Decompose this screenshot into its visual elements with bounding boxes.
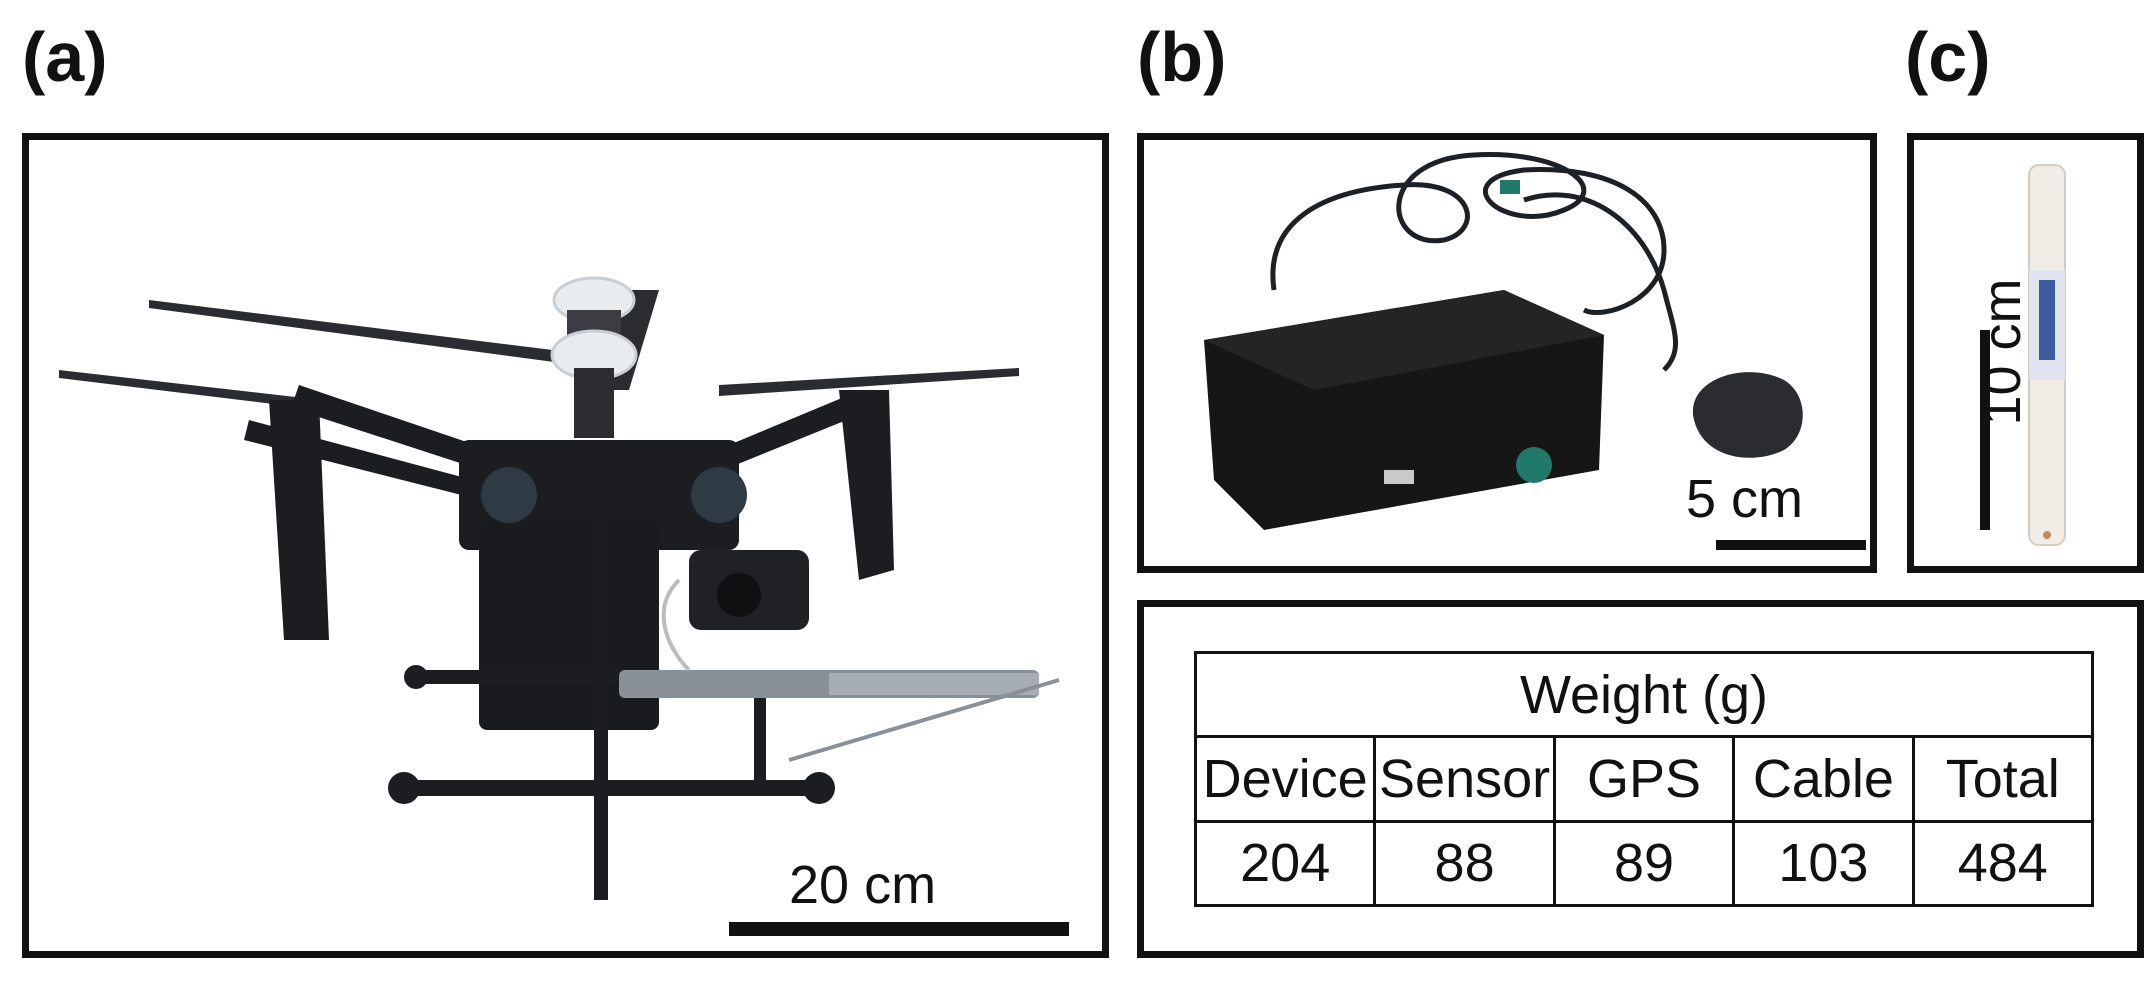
panel-label-c: (c)	[1905, 18, 1991, 96]
panel-c-frame: 10 cm	[1907, 133, 2144, 573]
scale-label-b: 5 cm	[1686, 469, 1804, 529]
table-cell-cable: 103	[1732, 819, 1915, 908]
table-header-device: Device	[1193, 735, 1377, 823]
table-cell-sensor: 88	[1373, 819, 1556, 908]
weight-table-title: Weight (g)	[1194, 650, 2094, 739]
scale-bar-b	[1716, 540, 1866, 550]
drone-image	[59, 276, 1060, 900]
panel-label-b: (b)	[1137, 18, 1227, 96]
weight-table: Weight (g) Device Sensor GPS Cable Total…	[1193, 650, 2095, 908]
table-panel-frame: Weight (g) Device Sensor GPS Cable Total…	[1137, 600, 2144, 958]
panel-label-a: (a)	[22, 18, 108, 96]
scale-label-a: 20 cm	[789, 855, 937, 915]
probe-image	[2028, 164, 2066, 546]
scale-bar-c	[1980, 330, 1990, 530]
panel-a-frame: 20 cm	[22, 133, 1109, 958]
table-cell-total: 484	[1911, 819, 2095, 908]
table-header-gps: GPS	[1552, 735, 1736, 823]
table-cell-device: 204	[1193, 819, 1377, 908]
table-cell-gps: 89	[1552, 819, 1736, 908]
table-header-cable: Cable	[1732, 735, 1915, 823]
scale-bar-a	[729, 922, 1069, 936]
table-header-total: Total	[1911, 735, 2095, 823]
table-header-sensor: Sensor	[1373, 735, 1556, 823]
panel-b-frame: 5 cm	[1137, 133, 1877, 573]
gps-logger-image	[1204, 152, 1803, 530]
